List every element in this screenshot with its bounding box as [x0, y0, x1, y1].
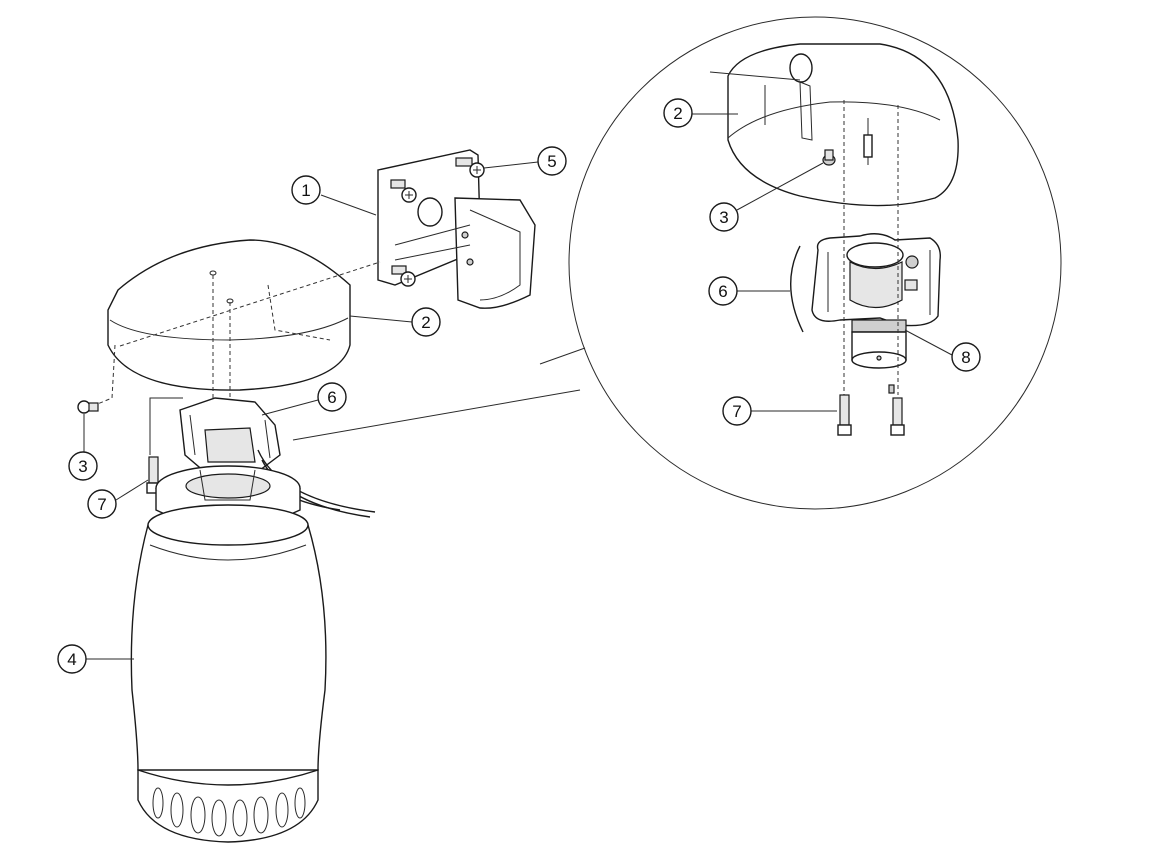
wall-bracket [377, 149, 536, 309]
callout-5-label: 5 [547, 152, 556, 171]
callout-6: 6 [149, 382, 347, 455]
callout-6-label: 6 [327, 388, 336, 407]
callout-2: 2 [349, 307, 441, 337]
callout-4-label: 4 [67, 650, 76, 669]
detail-callout-7: 7 [722, 396, 837, 426]
detail-bolts [837, 384, 905, 436]
detail-bracket-6 [790, 245, 804, 333]
callout-5: 5 [483, 146, 567, 176]
detail-view-boundary [568, 16, 1062, 510]
vent-openings [152, 787, 306, 837]
detail-callout-7-label: 7 [732, 402, 741, 421]
detail-callout-6-label: 6 [718, 282, 727, 301]
housing-cap [107, 239, 351, 391]
detail-mount [811, 233, 941, 327]
callout-3: 3 [68, 414, 98, 481]
callout-1: 1 [291, 175, 377, 216]
detail-base-ring [851, 319, 907, 369]
callout-7: 7 [87, 479, 149, 519]
callout-8: 8 [904, 329, 981, 372]
callout-7-label: 7 [97, 495, 106, 514]
wall-screws [390, 157, 485, 287]
detail-leader-upper [539, 347, 586, 365]
callout-4: 4 [57, 644, 134, 674]
detail-housing [709, 43, 959, 207]
bracket-guide [119, 261, 381, 347]
callout-8-label: 8 [961, 348, 970, 367]
detail-callout-6: 6 [708, 276, 790, 306]
detail-callout-3: 3 [709, 162, 824, 232]
small-screw [77, 400, 99, 414]
callout-3-label: 3 [78, 457, 87, 476]
screw-3-guide [94, 344, 116, 406]
detail-leader-lower [292, 389, 581, 441]
detail-callout-2: 2 [663, 98, 738, 128]
detail-screw-3 [822, 149, 836, 166]
detail-view [292, 16, 1062, 510]
camera-body [130, 504, 327, 843]
mount-adapter [179, 397, 281, 473]
detail-callout-2-label: 2 [673, 104, 682, 123]
callout-2-label: 2 [421, 313, 430, 332]
callout-1-label: 1 [301, 181, 310, 200]
detail-callout-3-label: 3 [719, 208, 728, 227]
